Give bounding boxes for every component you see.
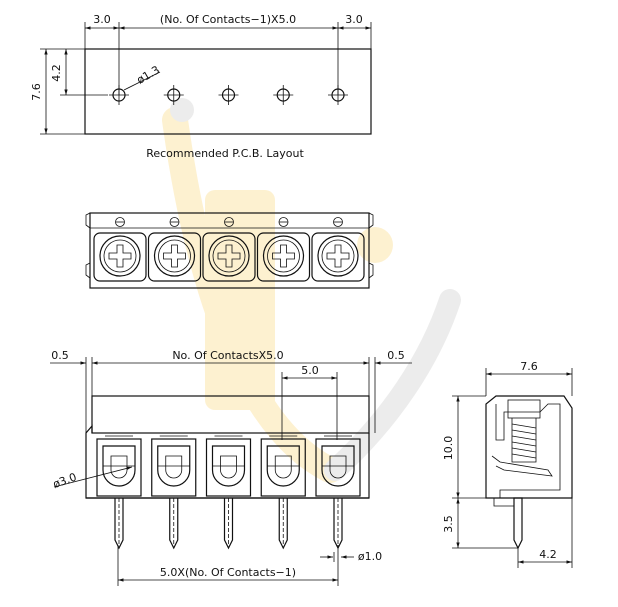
side-view-screw-thread xyxy=(511,423,537,459)
terminal-screw xyxy=(147,217,202,282)
pcb-outline xyxy=(84,48,372,135)
pcb-holes xyxy=(109,85,348,105)
top-view-body xyxy=(89,212,370,289)
pcb-dim-hole-offset: 4.2 xyxy=(50,64,63,82)
pcb-hole xyxy=(328,85,348,105)
front-dim-center: No. Of ContactsX5.0 xyxy=(172,349,283,362)
front-dim-left: 0.5 xyxy=(51,349,69,362)
pcb-dim-height: 7.6 xyxy=(30,83,43,101)
terminal-contact xyxy=(96,435,142,550)
front-dim-wire: ø3.0 xyxy=(51,470,78,491)
side-view-pin xyxy=(513,497,523,550)
terminal-contact xyxy=(315,435,361,550)
side-dim-pin-offset: 4.2 xyxy=(539,548,557,561)
pcb-hole xyxy=(273,85,294,105)
front-dim-bottom: 5.0X(No. Of Contacts−1) xyxy=(160,566,296,579)
top-view-screws xyxy=(93,217,365,282)
side-dim-width: 7.6 xyxy=(520,360,538,373)
terminal-screw xyxy=(256,217,311,282)
top-view xyxy=(85,212,374,289)
pcb-dim-left: 3.0 xyxy=(93,13,111,26)
pcb-hole xyxy=(109,85,129,105)
side-dim-height: 10.0 xyxy=(442,436,455,461)
pcb-hole xyxy=(163,85,184,105)
pcb-caption: Recommended P.C.B. Layout xyxy=(146,147,304,160)
side-view: 7.6 10.0 3.5 4.2 xyxy=(442,360,573,568)
terminal-contact xyxy=(260,435,306,550)
terminal-contact xyxy=(151,435,197,550)
front-dim-right: 0.5 xyxy=(387,349,405,362)
terminal-screw xyxy=(202,217,256,282)
side-view-body xyxy=(485,395,573,499)
pcb-layout-view: 3.0 (No. Of Contacts−1)X5.0 3.0 7.6 4.2 … xyxy=(30,13,372,160)
pcb-dim-right: 3.0 xyxy=(345,13,363,26)
pcb-hole-diameter: ø1.3 xyxy=(135,63,162,86)
front-view-terminals xyxy=(96,435,361,550)
terminal-screw xyxy=(311,217,365,282)
pcb-dim-center: (No. Of Contacts−1)X5.0 xyxy=(160,13,296,26)
pcb-hole xyxy=(218,85,239,105)
side-dim-pin-length: 3.5 xyxy=(442,515,455,533)
terminal-contact xyxy=(205,435,252,550)
front-dim-pin: ø1.0 xyxy=(358,550,382,563)
front-view: 0.5 No. Of ContactsX5.0 0.5 5.0 ø3.0 ø1.… xyxy=(50,349,412,586)
front-view-top xyxy=(91,395,370,434)
terminal-screw xyxy=(93,217,147,282)
front-dim-pitch: 5.0 xyxy=(301,364,319,377)
